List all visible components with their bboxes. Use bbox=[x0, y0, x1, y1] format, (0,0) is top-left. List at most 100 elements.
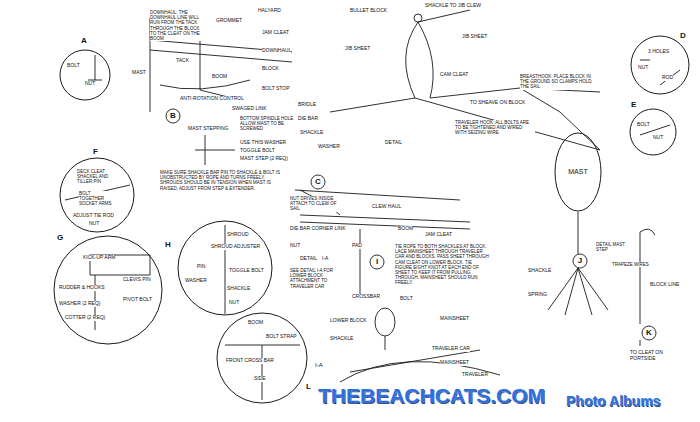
boom-strap-sketch bbox=[225, 345, 300, 400]
detail-circle: LBOOMBOLT STRAPFRONT CROSS BARSIDE bbox=[216, 312, 308, 404]
detail-circle: ABOLTNUT bbox=[59, 49, 111, 101]
mast-outline: MAST bbox=[554, 132, 602, 212]
part-label: CLEW HAUL bbox=[372, 204, 401, 210]
part-label: MAINSHEET bbox=[440, 316, 469, 322]
part-label: KICK-UP ARM bbox=[83, 255, 115, 261]
part-label: I-A bbox=[315, 362, 323, 369]
part-label: I-A bbox=[322, 256, 328, 262]
outline-shape bbox=[59, 49, 111, 101]
detail-letter: A bbox=[81, 36, 87, 45]
jib-sheet bbox=[406, 10, 470, 98]
part-label: COTTER (2 REQ) bbox=[65, 315, 105, 321]
part-label: BOOM bbox=[212, 74, 227, 80]
bridle-wire bbox=[330, 98, 600, 150]
part-label: BOLT bbox=[400, 296, 413, 302]
boom-line bbox=[150, 40, 292, 62]
part-label: ANTI-ROTATION CONTROL bbox=[180, 96, 244, 102]
note-text: BOTTOM SPINDLE HOLE ALLOW MAST TO BE SCR… bbox=[240, 116, 295, 132]
part-label: BOLT bbox=[637, 122, 650, 128]
part-label: SPRING bbox=[528, 292, 547, 298]
part-label: DOWNHAUL bbox=[262, 48, 291, 54]
part-label: WASHER (2 REQ) bbox=[59, 301, 100, 307]
note-text: TRAPEZE WIRES bbox=[612, 262, 650, 267]
watermark: Photo Albums bbox=[566, 394, 660, 409]
part-label: DETAIL bbox=[385, 140, 402, 146]
note-text: NUT DRIVES INSIDE ATTACH TO CLEW OF SAIL bbox=[290, 196, 345, 212]
part-label: TOGGLE BOLT bbox=[240, 148, 275, 154]
part-label: NUT bbox=[653, 135, 663, 141]
detail-letter: G bbox=[57, 233, 63, 242]
detail-letter: H bbox=[165, 240, 171, 249]
mast-line bbox=[578, 212, 579, 254]
part-label: BOLT STOP bbox=[262, 86, 290, 92]
traveler-hook-line bbox=[520, 88, 600, 150]
rod-sketch bbox=[640, 60, 680, 85]
detail-letter: J bbox=[578, 256, 582, 265]
detail-letter: L bbox=[306, 382, 311, 391]
part-label: TO SHEAVE ON BLOCK bbox=[470, 100, 525, 106]
detail-circle: HSHROUDSHROUD ADJUSTERPINWASHERTOGGLE BO… bbox=[177, 220, 273, 316]
part-label: HALYARD bbox=[258, 8, 281, 14]
traveler-car bbox=[340, 336, 500, 382]
note-text: TO CLEAT ON PORTSIDE bbox=[630, 350, 674, 362]
part-label: BRIDLE bbox=[298, 102, 316, 108]
note-text: DETAIL MAST STEP bbox=[596, 242, 636, 252]
part-label: USE THIS WASHER bbox=[240, 140, 286, 146]
part-label: CLEVIS PIN bbox=[123, 277, 151, 283]
detail-circle: D3 HOLESNUTROD bbox=[630, 35, 690, 95]
downhaul-line bbox=[200, 30, 240, 100]
part-label: MAST STEP (2 REQ) bbox=[240, 156, 288, 162]
part-label: CROSSBAR bbox=[352, 294, 380, 300]
detail-circle: GKICK-UP ARMCLEVIS PINPIVOT BOLTRUDDER &… bbox=[53, 235, 163, 345]
part-label: LOWER BLOCK bbox=[330, 318, 367, 324]
detail-letter: F bbox=[93, 147, 98, 156]
detail-circle: FDECK CLEAT SHACKEL AND TILLER PINBOLT T… bbox=[59, 157, 135, 233]
part-label: BOOM bbox=[398, 226, 413, 232]
part-label: 3 HOLES bbox=[648, 49, 669, 55]
part-label: TRAVELER bbox=[462, 372, 488, 378]
part-label: WASHER bbox=[185, 278, 207, 284]
note-text: TRAVELER HOOK: ALL BOLTS ARE TO BE TIGHT… bbox=[455, 120, 535, 136]
part-label: GROMMET bbox=[216, 18, 242, 24]
part-label: BLOCK LINE bbox=[650, 282, 679, 288]
part-label: NUT bbox=[638, 65, 648, 71]
part-label: SHACKLE TO JIB CLEW bbox=[425, 3, 481, 9]
part-label: MAST bbox=[132, 70, 146, 76]
part-label: ADJUST TIE ROD bbox=[73, 213, 114, 219]
trapeze-wire bbox=[548, 268, 608, 315]
part-label: SHACKLE bbox=[300, 130, 323, 136]
outline-ellipse bbox=[54, 236, 162, 344]
part-label: DIE BAR bbox=[298, 116, 318, 122]
detail-letter: D bbox=[680, 31, 686, 40]
outline-ellipse bbox=[631, 36, 689, 94]
part-label: BOLT STRAP bbox=[266, 334, 297, 340]
note-text: BREASTHOOK: PLACE BLOCK IN THE GROUND SO… bbox=[520, 74, 592, 90]
part-label: BULLET BLOCK bbox=[350, 8, 387, 14]
part-label: BLOCK bbox=[262, 66, 279, 72]
detail-marker bbox=[642, 326, 656, 340]
outline-ellipse bbox=[555, 133, 601, 211]
part-label: SHACKLE bbox=[528, 268, 551, 274]
part-label: SHROUD ADJUSTER bbox=[211, 244, 260, 250]
part-label: TRAVELER CAR bbox=[432, 346, 470, 352]
detail-marker bbox=[370, 255, 384, 269]
part-label: SHACKLE bbox=[330, 336, 353, 342]
detail-letter: K bbox=[646, 328, 652, 337]
part-label: TACK bbox=[176, 58, 189, 64]
part-label: DECK CLEAT SHACKEL AND TILLER PIN bbox=[77, 169, 117, 185]
part-label: PAD bbox=[352, 243, 362, 249]
detail-letter: I bbox=[376, 257, 378, 266]
part-label: SHROUD bbox=[227, 232, 249, 238]
mainsheet-line bbox=[360, 229, 361, 300]
detail-letter: B bbox=[170, 111, 176, 120]
detail-marker bbox=[311, 175, 325, 189]
jib-sheet bbox=[418, 22, 600, 98]
part-label: MAINSHEET bbox=[440, 360, 469, 366]
mast-step-bolt bbox=[195, 135, 235, 165]
part-label: JIB SHEET bbox=[345, 46, 370, 52]
watermark: THEBEACHCATS.COM bbox=[318, 384, 545, 407]
outline-shape bbox=[629, 108, 677, 156]
part-label: DETAIL bbox=[300, 256, 317, 262]
part-label: PIVOT BOLT bbox=[123, 297, 152, 303]
part-label: NUT bbox=[89, 221, 99, 227]
